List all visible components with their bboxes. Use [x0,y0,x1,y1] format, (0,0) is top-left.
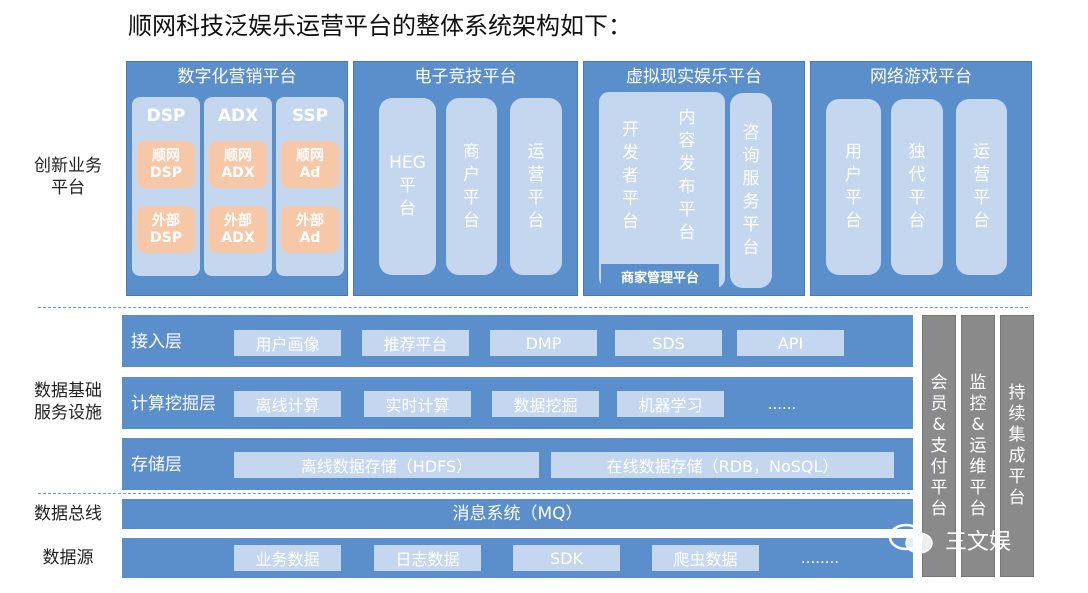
row-label-data-infra: 数据基础 服务设施 [34,381,102,423]
shunwang-ad-box: 顺网 Ad [281,141,339,188]
dsp-heading: DSP [146,106,186,126]
access-layer-label: 接入层 [131,332,182,352]
user-platform: 用 户 平 台 [826,99,881,275]
ssp-heading: SSP [291,106,329,126]
data-mining-chip: 数据挖掘 [492,391,599,417]
merchant-management-platform: 商家管理平台 [601,264,719,288]
vr-title: 虚拟现实娱乐平台 [626,67,762,87]
crawler-data-chip: 爬虫数据 [652,545,759,571]
shunwang-adx-box: 顺网 ADX [209,141,267,188]
online-game-title: 网络游戏平台 [870,67,972,87]
sdk-chip: SDK [513,545,620,571]
separator-bottom [38,493,910,494]
user-profile-chip: 用户画像 [234,330,341,356]
content-publishing-platform: 内 容 发 布 平 台 [662,97,712,255]
page-title: 顺网科技泛娱乐运营平台的整体系统架构如下： [128,12,632,40]
offline-compute-chip: 离线计算 [234,391,341,417]
compute-more-ellipsis: ...... [767,395,797,413]
wechat-icon [886,522,940,556]
external-dsp-box: 外部 DSP [137,206,195,253]
external-adx-box: 外部 ADX [209,206,267,253]
compute-layer-label: 计算挖掘层 [131,394,216,414]
message-bus-bar [122,499,913,529]
esports-operations-platform: 运 营 平 台 [510,98,562,275]
esports-title: 电子竞技平台 [414,67,517,87]
row-label-innovation: 创新业务 平台 [34,156,102,198]
offline-storage-chip: 离线数据存储（HDFS） [234,452,539,478]
online-storage-chip: 在线数据存储（RDB，NoSQL） [551,452,894,478]
continuous-integration-platform: 持 续 集 成 平 台 [1000,315,1034,577]
monitoring-ops-platform: 监 控 & 运 维 平 台 [961,315,995,577]
exclusive-agency-platform: 独 代 平 台 [891,99,943,275]
machine-learning-chip: 机器学习 [617,391,724,417]
row-label-data-bus: 数据总线 [34,504,102,524]
developer-platform: 开 发 者 平 台 [606,97,655,255]
row-label-data-source: 数据源 [42,548,94,568]
membership-payment-platform: 会 员 & 支 付 平 台 [922,315,956,577]
message-system-label: 消息系统（MQ） [452,504,583,524]
game-operations-platform: 运 营 平 台 [956,99,1007,275]
watermark-text: 三文娱 [945,530,1012,555]
sds-chip: SDS [615,330,722,356]
adx-heading: ADX [217,106,259,126]
merchant-platform: 商 户 平 台 [446,98,497,275]
api-chip: API [737,330,844,356]
storage-layer-label: 存储层 [131,455,182,475]
sources-more-ellipsis: ........ [800,549,840,567]
consulting-service-platform: 咨 询 服 务 平 台 [730,93,772,288]
log-data-chip: 日志数据 [374,545,481,571]
recommendation-platform-chip: 推荐平台 [362,330,469,356]
digital-marketing-title: 数字化营销平台 [177,67,297,87]
business-data-chip: 业务数据 [234,545,341,571]
heg-platform: HEG 平 台 [379,98,436,275]
shunwang-dsp-box: 顺网 DSP [137,141,195,188]
separator-top [38,307,1028,308]
dmp-chip: DMP [490,330,597,356]
realtime-compute-chip: 实时计算 [364,391,471,417]
external-ad-box: 外部 Ad [281,206,339,253]
